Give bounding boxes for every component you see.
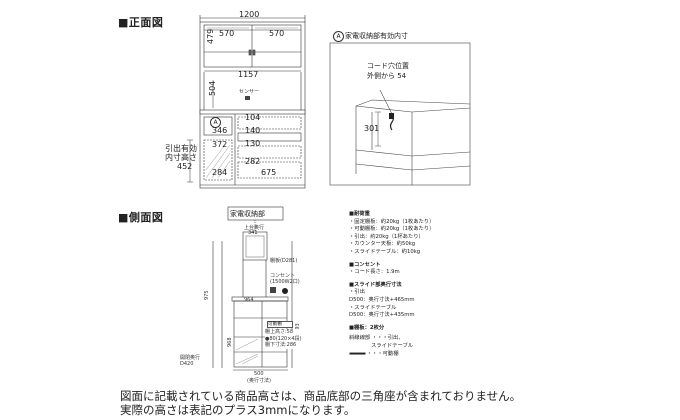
- top-depth-label: 上台奥行: [244, 225, 265, 231]
- appliance-box-title: 家電収納部: [230, 210, 265, 218]
- footnote: 図面に記載されている商品高さは、商品底部の三角座が含まれておりません。 実際の高…: [120, 389, 521, 417]
- dim-d3: 140: [245, 126, 261, 135]
- slide-title: ■スライド部奥行寸法: [349, 281, 402, 288]
- slide-item: D500：奥行寸法+465mm: [349, 296, 415, 303]
- legend-line: 斜線線部 ・・・引出、: [349, 335, 404, 342]
- specs-panel: ■耐荷重 ・固定棚板：約20kg（1枚あたり） ・可動棚板：約20kg（1枚あた…: [349, 211, 434, 358]
- dim-top-right: 570: [269, 29, 285, 38]
- slide-item: D500：奥行寸法+435mm: [349, 312, 415, 319]
- sensor-label: センサー: [239, 89, 260, 95]
- dim-d5: 130: [245, 139, 261, 148]
- dim-d1: 104: [245, 113, 261, 122]
- outlet-label: コンセント (1500W2口): [270, 273, 300, 285]
- load-title: ■耐荷重: [349, 211, 370, 217]
- footnote-line1: 図面に記載されている商品高さは、商品底部の三角座が含まれておりません。: [120, 389, 522, 403]
- cord-hole-label: コード穴位置 外側から 54: [367, 62, 409, 80]
- dim-overall-width: 1200: [239, 10, 260, 19]
- dim-top-left: 570: [219, 29, 235, 38]
- load-item: ・固定棚板：約20kg（1枚あたり）: [349, 218, 435, 225]
- load-item: ・スライドテーブル：約10kg: [349, 248, 421, 255]
- shelf-label: 棚板(D281): [270, 258, 298, 264]
- outlet-title: ■コンセント: [349, 261, 381, 268]
- side-view-title: ■側面図: [118, 211, 164, 224]
- front-view-title: ■正面図: [118, 16, 164, 29]
- load-item: ・引出：約20kg（1杯あたり）: [349, 233, 424, 240]
- dim-d2: 346: [212, 126, 228, 135]
- load-item: ・可動棚板：約20kg（1枚あたり）: [349, 226, 435, 233]
- load-item: ・カウンター天板：約50kg: [349, 241, 416, 248]
- movable-shelf-box: 可動棚: [267, 321, 293, 328]
- bottom-width: 500: [254, 371, 264, 377]
- dim-d8: 675: [261, 168, 277, 177]
- bottom-width-sub: (奥行寸法): [247, 378, 271, 384]
- dim-d7: 284: [212, 168, 228, 177]
- detail-circle-a: A: [333, 31, 344, 42]
- dim-inner-width: 1157: [238, 70, 259, 79]
- drawer-inner-height-label: 引出有効 内寸高さ 452: [165, 144, 197, 171]
- circle-a-marker: A: [210, 117, 221, 128]
- dim-964: 964: [244, 297, 254, 303]
- dim-975: 975: [204, 290, 210, 300]
- detail-height: 301: [364, 124, 380, 133]
- movable-shelf-title: ■棚板：2枚分: [349, 324, 385, 331]
- movable-shelf-dims: 棚上高さ:58 ●80(120×4段) 棚下寸法:286: [265, 329, 302, 349]
- slide-item: ・スライドテーブル: [349, 304, 397, 311]
- dim-d6: 282: [245, 157, 261, 166]
- detail-title: 家電収納部有効内寸: [345, 32, 408, 40]
- top-depth-value: 341: [248, 230, 258, 236]
- slide-item: ・引出: [349, 289, 365, 296]
- footnote-line2: 実際の高さは表記のプラス3mmになります。: [120, 403, 356, 417]
- legend-line: ▬▬▬▬ ・・・可動棚: [349, 350, 399, 357]
- outlet-item: ・コード長さ：1.9m: [349, 269, 400, 276]
- dim-d4: 372: [212, 140, 228, 149]
- dim-968: 968: [227, 337, 233, 347]
- base-depth-label: 開閉奥行 D420: [180, 355, 201, 367]
- legend-line: スライドテーブル: [371, 342, 414, 349]
